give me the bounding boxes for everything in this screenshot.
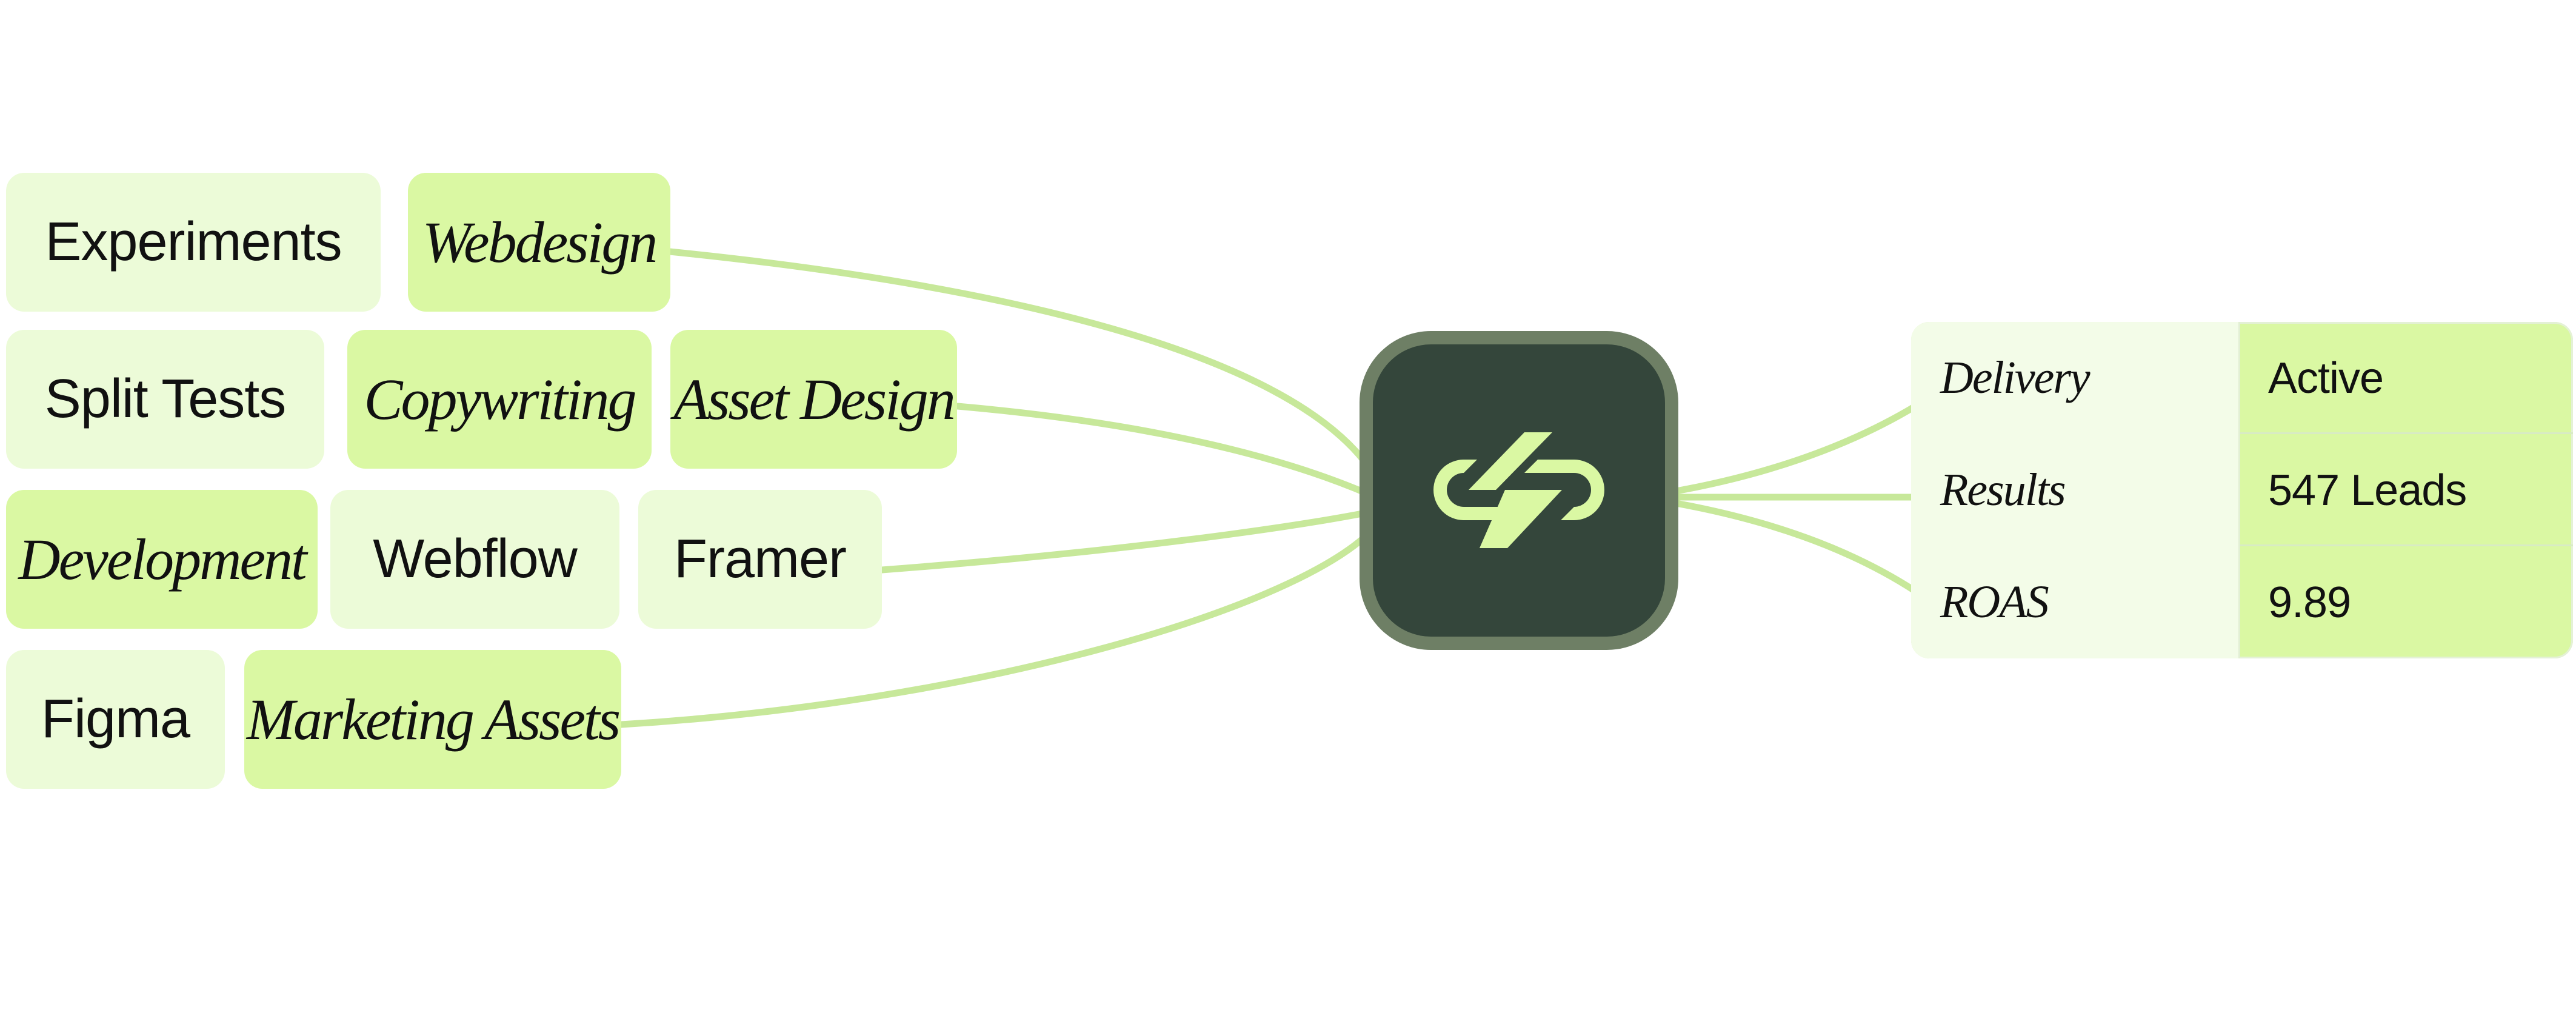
tag-label: Split Tests [44, 369, 287, 429]
tag-copywriting: Copywriting [347, 330, 652, 469]
status-value: 547 Leads [2268, 466, 2467, 515]
status-key: Delivery [1911, 322, 2240, 434]
status-table: Delivery Active Results 547 Leads ROAS 9… [1911, 322, 2573, 658]
connector-roas [1672, 500, 1919, 595]
tag-label: Figma [41, 689, 190, 749]
connector-delivery [1672, 403, 1919, 495]
chain-link-logo-icon [1433, 432, 1604, 548]
connector-asset-design [954, 403, 1372, 498]
tag-figma: Figma [6, 650, 225, 789]
tag-asset-design: Asset Design [670, 330, 957, 469]
connector-marketing-assets [618, 530, 1372, 728]
tag-label: Asset Design [673, 367, 956, 432]
connector-framer [878, 509, 1372, 574]
status-key: ROAS [1911, 546, 2240, 658]
tag-label: Webdesign [422, 210, 658, 275]
status-value: 9.89 [2268, 578, 2351, 627]
tag-label: Framer [674, 529, 847, 589]
tag-label: Experiments [45, 212, 342, 272]
tag-label: Copywriting [364, 367, 636, 432]
tag-development: Development [6, 490, 318, 629]
tag-marketing-assets: Marketing Assets [244, 650, 621, 789]
tag-webflow: Webflow [330, 490, 619, 629]
tag-label: Marketing Assets [246, 687, 621, 752]
status-value: Active [2268, 353, 2384, 403]
status-row-results: Results 547 Leads [1911, 434, 2573, 546]
tag-label: Development [18, 527, 307, 592]
connector-webdesign [666, 248, 1372, 470]
status-row-delivery: Delivery Active [1911, 322, 2573, 434]
hub-node [1360, 331, 1678, 650]
status-row-roas: ROAS 9.89 [1911, 546, 2573, 658]
status-key: Results [1911, 434, 2240, 546]
tag-webdesign: Webdesign [408, 173, 670, 312]
tag-framer: Framer [638, 490, 882, 629]
tag-label: Webflow [373, 529, 577, 589]
tag-split-tests: Split Tests [6, 330, 324, 469]
tag-experiments: Experiments [6, 173, 381, 312]
